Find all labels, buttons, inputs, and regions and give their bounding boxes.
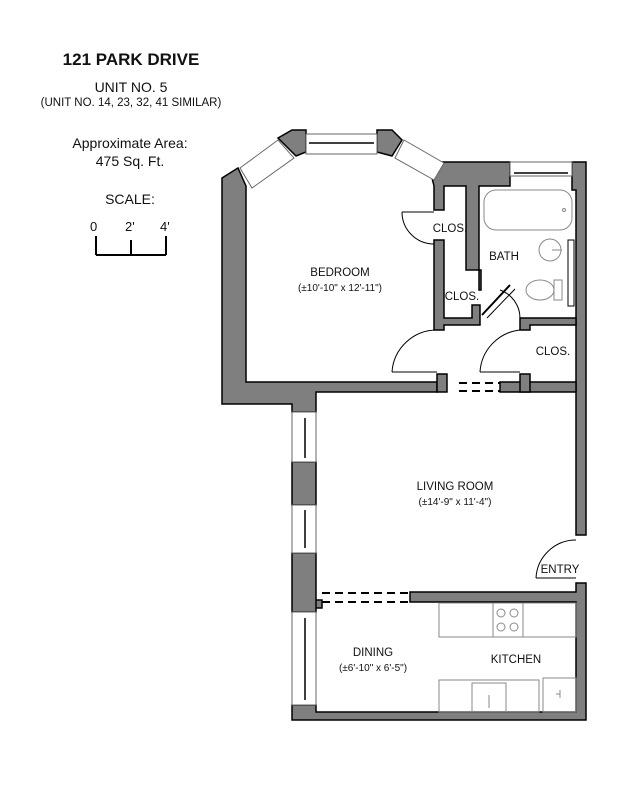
scale-tick-4: 4' (160, 219, 170, 234)
property-title: 121 PARK DRIVE (62, 50, 200, 69)
room-closet-1: CLOS. (432, 223, 468, 235)
similar-units-note: (UNIT NO. 14, 23, 32, 41 SIMILAR) (40, 97, 222, 109)
room-kitchen: KITCHEN (490, 654, 542, 666)
unit-number: UNIT NO. 5 (94, 79, 168, 95)
scale-tick-0: 0 (90, 219, 98, 234)
area-label: Approximate Area: (72, 135, 188, 151)
room-living-room-dimensions: (±14'-9" x 11'-4") (418, 497, 492, 508)
toilet-icon (525, 279, 555, 301)
room-bedroom: BEDROOM (±10'-10" x 12'-11") (280, 266, 400, 296)
fixtures (438, 189, 577, 713)
bathtub-icon (483, 189, 573, 231)
scale-label: SCALE: (105, 191, 155, 207)
room-entry: ENTRY (540, 564, 580, 576)
sink-kitchen-icon (471, 682, 507, 713)
room-dining: DINING (±6'-10" x 6'-5") (318, 646, 428, 676)
scale-bar (95, 236, 167, 256)
room-living-room: LIVING ROOM (±14'-9" x 11'-4") (390, 480, 520, 510)
fridge-icon (542, 677, 577, 713)
room-dining-name: DINING (352, 647, 394, 659)
doors (391, 211, 577, 579)
room-closet-3: CLOS. (535, 346, 571, 358)
room-closet-2: CLOS. (444, 291, 480, 303)
scale-tick-2: 2' (125, 219, 135, 234)
area-value: 475 Sq. Ft. (95, 153, 165, 169)
room-bedroom-name: BEDROOM (310, 267, 370, 279)
openings (322, 382, 500, 603)
room-bath: BATH (489, 251, 519, 263)
counter-top (438, 602, 577, 638)
room-bedroom-dimensions: (±10'-10" x 12'-11") (297, 283, 383, 294)
stove-icon (492, 602, 524, 638)
walls (221, 129, 587, 721)
room-living-room-name: LIVING ROOM (416, 481, 494, 493)
room-dining-dimensions: (±6'-10" x 6'-5") (338, 663, 408, 674)
windows (239, 133, 573, 706)
